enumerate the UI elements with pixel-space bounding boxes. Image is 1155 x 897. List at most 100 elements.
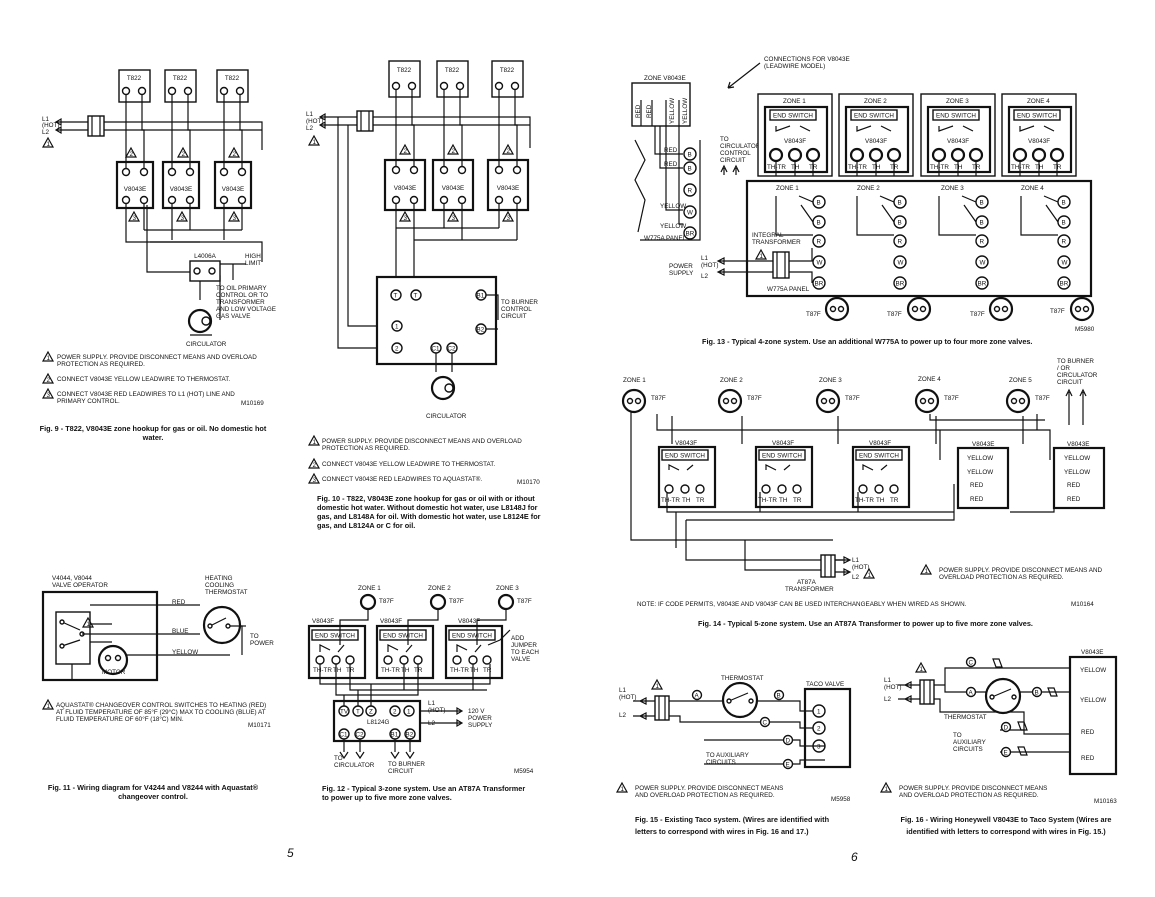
fig13-panel-term xyxy=(1057,276,1071,290)
fig10-term: 1 xyxy=(395,324,399,331)
fig10-l2: L2 xyxy=(306,125,314,132)
fig14-lead: YELLOW xyxy=(967,455,993,462)
fig13-transformer-label: TRANSFORMER xyxy=(752,239,801,246)
fig16-hot: (HOT) xyxy=(884,684,902,691)
fig9-limit: LIMIT xyxy=(245,260,261,267)
fig12-jumper-label: ADD xyxy=(511,635,525,642)
fig10-t822-label: T822 xyxy=(397,67,412,74)
fig16-warn: POWER SUPPLY. PROVIDE DISCONNECT MEANS xyxy=(899,785,1047,792)
fig14-l2: L2 xyxy=(852,574,860,581)
fig12-relay-term: TV xyxy=(340,709,349,716)
fig16-lead: RED xyxy=(1081,755,1095,762)
fig14-transformer-label: AT87A xyxy=(797,579,817,586)
fig10-hot: (HOT) xyxy=(306,118,324,125)
fig11-thermostat-label: THERMOSTAT xyxy=(205,589,248,596)
svg-text:1: 1 xyxy=(760,253,764,260)
svg-text:2: 2 xyxy=(313,462,317,469)
fig13-panel-zone: ZONE 2 xyxy=(857,185,880,192)
fig13-code: M5980 xyxy=(1075,326,1095,333)
fig14-zone-label: ZONE 5 xyxy=(1009,377,1032,384)
fig14-valve-f-label: V8043F xyxy=(675,440,697,447)
fig15-hot: (HOT) xyxy=(619,694,637,701)
fig9-l2: L2 xyxy=(42,129,50,136)
fig15-thermostat-label: THERMOSTAT xyxy=(721,675,764,682)
fig13-panel-zone: ZONE 4 xyxy=(1021,185,1044,192)
fig14-l1: L1 xyxy=(852,557,860,564)
fig9-caption: water. xyxy=(142,433,164,442)
fig13-panel-term xyxy=(893,234,907,248)
fig13-panel-term xyxy=(893,195,907,209)
fig12-end-switch: END SWITCH xyxy=(315,633,355,640)
fig10-burner-label: CONTROL xyxy=(501,306,532,313)
fig12-jumper-label: TO EACH xyxy=(511,649,539,656)
fig14-burner-label: / OR xyxy=(1057,365,1070,372)
fig13-panel-term-label: W xyxy=(1062,260,1068,267)
fig13-end-switch: END SWITCH xyxy=(1017,113,1057,120)
fig14-valve-term-label: TR xyxy=(793,497,802,504)
fig11-motor-label: MOTOR xyxy=(102,669,126,676)
fig13-l2: L2 xyxy=(701,273,709,280)
fig14-t87f-terminal xyxy=(722,397,730,405)
fig14-valve-term-label: TH xyxy=(876,497,885,504)
svg-text:1: 1 xyxy=(47,141,51,148)
fig10-valve-label: V8043E xyxy=(394,185,416,192)
fig13-panel-term-label: BR xyxy=(815,281,824,288)
fig14-t87f-terminal xyxy=(626,397,634,405)
fig13-panel-term xyxy=(1057,255,1071,269)
fig14-end-switch-box xyxy=(661,449,709,461)
fig13-vterm: TH-TR xyxy=(1011,164,1030,171)
fig16-warn: AND OVERLOAD PROTECTION AS REQUIRED. xyxy=(899,792,1039,799)
fig11-power-label: TO xyxy=(250,633,259,640)
fig13-panel-term xyxy=(1057,195,1071,209)
fig14-valve-term xyxy=(695,484,705,494)
fig13-lead-label: RED xyxy=(646,104,653,118)
fig12-term: TH-TR xyxy=(313,667,332,674)
page-number-right: 6 xyxy=(851,850,858,864)
fig16-caption: identified with letters to correspond wi… xyxy=(906,827,1106,836)
fig9-valve-label: V8043E xyxy=(222,186,244,193)
fig9-valve-label: V8043E xyxy=(170,186,192,193)
fig9-relay: L4006A HIGH LIMIT TO OIL PRIMARY CONTROL… xyxy=(189,253,276,320)
fig14-hot: (HOT) xyxy=(852,564,870,571)
fig14-valve-term-label: TH xyxy=(779,497,788,504)
fig12-power-label: SUPPLY xyxy=(468,722,493,729)
fig13-panel-term-label: R xyxy=(817,239,822,246)
fig9-circulator: CIRCULATOR xyxy=(186,308,227,348)
fig12-term: TH-TR xyxy=(450,667,469,674)
fig13-zone-label: ZONE 2 xyxy=(864,98,887,105)
fig14-caption: Fig. 14 - Typical 5-zone system. Use an … xyxy=(698,619,1033,628)
fig9-oil-note: GAS VALVE xyxy=(216,313,250,320)
fig16-wire-letter: A xyxy=(969,690,974,697)
fig13-panel-term-label: BR xyxy=(978,281,987,288)
fig13-wire-label: YELLOW xyxy=(660,203,686,210)
fig13-valve-label: V8043F xyxy=(947,138,969,145)
fig12-zone-label: ZONE 1 xyxy=(358,585,381,592)
fig13-zone-label: ZONE 3 xyxy=(946,98,969,105)
fig14-end-switch: END SWITCH xyxy=(665,453,705,460)
fig13-panel-term xyxy=(812,234,826,248)
fig12-power-label: 120 V xyxy=(468,708,485,715)
fig11-caption: Fig. 11 - Wiring diagram for V4244 and V… xyxy=(48,783,259,792)
fig15-term: 2 xyxy=(817,726,821,733)
fig13-panel-term xyxy=(975,195,989,209)
fig14-t87f-label: T87F xyxy=(651,395,666,402)
fig13-panel-term-label: R xyxy=(1062,239,1067,246)
svg-text:3: 3 xyxy=(47,392,51,399)
fig13-transformer-label: INTEGRAL xyxy=(752,232,784,239)
fig15-aux-label: TO AUXILIARY xyxy=(706,752,750,759)
fig13-panel-wire xyxy=(1020,195,1059,236)
fig11-note: AQUASTAT® CHANGEOVER CONTROL SWITCHES TO… xyxy=(56,701,266,709)
fig13-circ-label: TO xyxy=(720,136,729,143)
fig9-l1: L1 xyxy=(42,116,50,123)
fig14-valve-e-label: V8043E xyxy=(972,441,994,448)
fig10-circulator-label: CIRCULATOR xyxy=(426,413,467,420)
fig14-t87f-label: T87F xyxy=(747,395,762,402)
fig11-caption: changeover control. xyxy=(118,792,188,801)
fig10-diagram: T822 T822 T822 V8043E V8043E V8043E L1 (… xyxy=(306,60,541,530)
fig13-panel-term xyxy=(1057,234,1071,248)
fig10-term: C1 xyxy=(432,346,441,353)
fig13-wire-label: YELLOW xyxy=(660,223,686,230)
fig13-panel-term xyxy=(1057,215,1071,229)
